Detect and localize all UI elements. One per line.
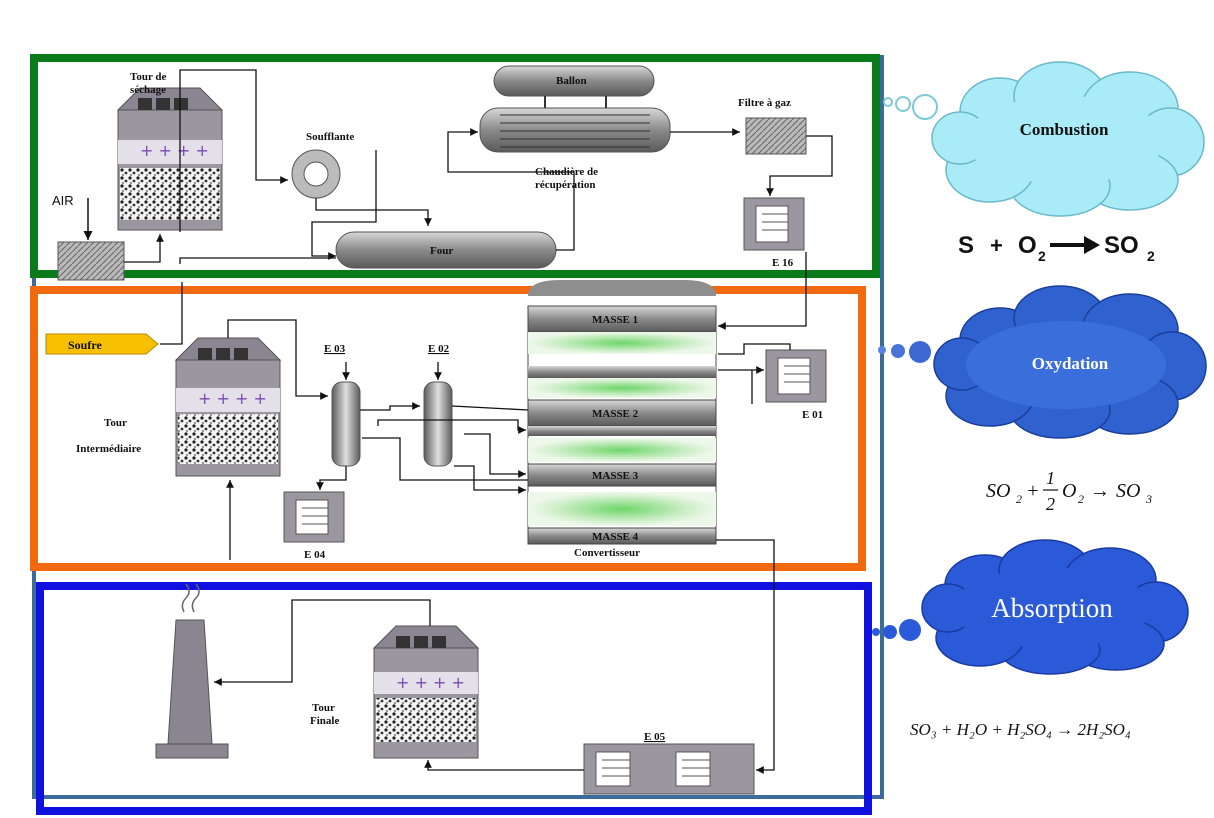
label-tour-finale-1: Tour: [312, 702, 335, 714]
absorption-section-border: [36, 582, 872, 815]
soufre-inlet: Soufre: [45, 333, 159, 355]
combustion-equipment: + + + + Tour de séchage AIR Soufflante B…: [52, 65, 833, 281]
stack: [155, 583, 229, 759]
eq-o2-sub: 2: [1038, 248, 1046, 264]
exchanger-e16: [743, 197, 805, 251]
label-e02: E 02: [428, 343, 450, 355]
label-chaudiere-2: récupération: [535, 179, 595, 191]
eq-num: 1: [1046, 468, 1055, 488]
eq-den: 2: [1046, 494, 1055, 514]
absorption-equipment: + + + + Tour Finale E 05: [155, 583, 755, 795]
eq-o2-b: O: [1062, 480, 1076, 502]
eq-ox-plus: +: [1026, 480, 1040, 502]
label-e04: E 04: [304, 549, 326, 561]
label-e05: E 05: [644, 731, 666, 743]
tour-sechage: + + + +: [116, 87, 224, 231]
label-e03: E 03: [324, 343, 346, 355]
eq-so2-a: SO: [986, 480, 1010, 502]
label-tour-sechage-1: Tour de: [130, 71, 166, 83]
label-tour-inter-2: Intermédiaire: [76, 443, 141, 455]
label-masse1: MASSE 1: [592, 314, 638, 326]
eq-ox-arrow: →: [1090, 480, 1110, 502]
filtre-gaz: [745, 117, 807, 155]
label-four: Four: [430, 245, 453, 257]
exchanger-e03: [331, 381, 361, 467]
label-ballon: Ballon: [556, 75, 587, 87]
label-tour-sechage-2: séchage: [130, 84, 166, 96]
label-e01: E 01: [802, 409, 823, 421]
oxydation-label: Oxydation: [1032, 354, 1109, 373]
label-masse3: MASSE 3: [592, 470, 639, 482]
label-air: AIR: [52, 193, 74, 208]
label-convertisseur: Convertisseur: [574, 547, 640, 559]
absorption-equation: SO₃ + H₂O + H₂SO₄ → 2H₂SO₄: [910, 720, 1131, 739]
label-e16: E 16: [772, 257, 794, 269]
exchanger-e01: [765, 349, 827, 403]
label-tour-inter-1: Tour: [104, 417, 127, 429]
absorption-bubble: Absorption: [872, 539, 1189, 675]
combustion-equation: S + O 2 SO 2: [958, 232, 1155, 264]
combustion-label: Combustion: [1020, 120, 1109, 139]
label-masse2: MASSE 2: [592, 408, 639, 420]
svg-text:+ + + +: + + + +: [140, 141, 209, 160]
tour-finale: + + + +: [372, 625, 480, 759]
svg-text:+ + + +: + + + +: [198, 389, 267, 408]
chaudiere: [479, 107, 671, 153]
exchanger-e02: [423, 381, 453, 467]
eq-so2-a-sub: 2: [1016, 492, 1022, 506]
eq-so2: SO: [1104, 232, 1139, 259]
exchanger-e04: [283, 491, 345, 543]
eq-so2-sub: 2: [1147, 248, 1155, 264]
combustion-bubble: Combustion: [883, 61, 1205, 217]
svg-text:+ + + +: + + + +: [396, 673, 465, 692]
label-masse4: MASSE 4: [592, 531, 639, 543]
label-tour-finale-2: Finale: [310, 715, 339, 727]
absorption-label: Absorption: [991, 593, 1113, 623]
combustion-section-border: [30, 54, 880, 278]
label-soufflante: Soufflante: [306, 131, 354, 143]
air-filter: [57, 241, 125, 281]
ballon: [493, 65, 655, 97]
label-filtre: Filtre à gaz: [738, 97, 791, 109]
oxydation-equipment: Soufre + + + + Tour Intermédiaire E 03 E…: [45, 252, 827, 774]
oxydation-section-border: [30, 286, 866, 571]
oxydation-bubble: Oxydation: [878, 285, 1207, 439]
eq-o2-b-sub: 2: [1078, 492, 1084, 506]
eq-s: S: [958, 232, 974, 259]
eq-so3-sub: 3: [1145, 492, 1152, 506]
eq-o2: O: [1018, 232, 1037, 259]
exchanger-e05: [583, 743, 755, 795]
eq-so3: SO: [1116, 480, 1140, 502]
label-soufre: Soufre: [68, 338, 102, 352]
convertisseur: [527, 280, 717, 545]
tour-intermediaire: + + + +: [174, 337, 282, 477]
eq-plus: +: [990, 233, 1003, 258]
oxydation-equation: SO 2 + 1 2 O 2 → SO 3: [986, 468, 1152, 514]
